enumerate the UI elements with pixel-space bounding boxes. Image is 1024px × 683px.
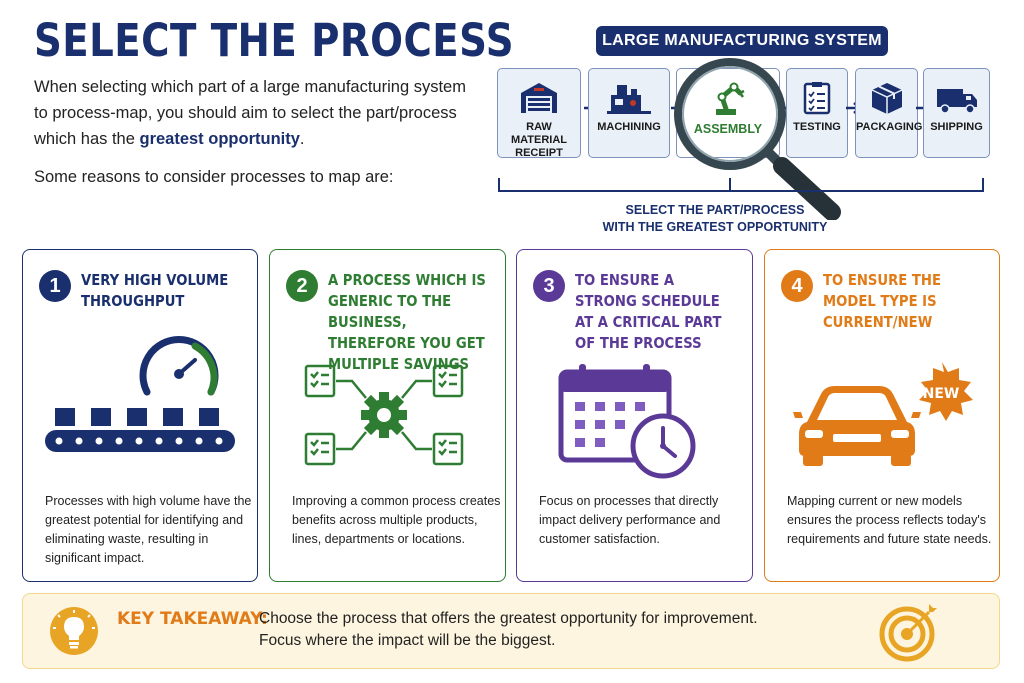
card-generic-process: 2 A PROCESS WHICH IS GENERIC TO THE BUSI… xyxy=(269,249,506,582)
intro-highlight: greatest opportunity xyxy=(139,130,300,148)
target-icon xyxy=(879,604,937,662)
new-badge-label: NEW xyxy=(922,386,960,402)
checklist-icon xyxy=(803,82,831,115)
conveyor-gauge-icon xyxy=(45,336,235,452)
gear-network-icon xyxy=(304,364,464,466)
card-body: Focus on processes that directly impact … xyxy=(539,494,721,546)
card-number: 3 xyxy=(533,270,565,302)
card-high-volume: 1 VERY HIGH VOLUME THROUGHPUT Processes … xyxy=(22,249,258,582)
card-body: Improving a common process creates benef… xyxy=(292,494,501,546)
card-title: VERY HIGH VOLUME THROUGHPUT xyxy=(81,271,229,310)
takeaway-text: Choose the process that offers the great… xyxy=(259,610,758,649)
card-number: 4 xyxy=(781,270,813,302)
opportunity-caption: SELECT THE PART/PROCESS WITH THE GREATES… xyxy=(602,203,828,234)
system-bracket xyxy=(498,178,984,192)
box-icon xyxy=(871,83,902,114)
step-assembly: ASSEMBLY xyxy=(676,68,780,158)
intro-text: When selecting which part of a large man… xyxy=(34,78,466,148)
step-machining: MACHINING xyxy=(588,68,670,158)
card-title: TO ENSURE A STRONG SCHEDULE AT A CRITICA… xyxy=(575,271,722,352)
page-title: SELECT THE PROCESS xyxy=(34,14,515,67)
warehouse-icon xyxy=(521,83,557,113)
truck-icon xyxy=(936,89,977,114)
step-testing: TESTING xyxy=(786,68,848,158)
card-strong-schedule: 3 TO ENSURE A STRONG SCHEDULE AT A CRITI… xyxy=(516,249,753,582)
card-body: Mapping current or new models ensures th… xyxy=(787,494,992,546)
machine-icon xyxy=(607,85,651,114)
reasons-intro: Some reasons to consider processes to ma… xyxy=(34,168,394,186)
bracket-pointer xyxy=(729,178,731,192)
new-car-icon xyxy=(793,362,973,466)
card-title: TO ENSURE THE MODEL TYPE IS CURRENT/NEW xyxy=(823,271,941,331)
system-banner: LARGE MANUFACTURING SYSTEM xyxy=(596,26,888,56)
step-shipping: SHIPPING xyxy=(923,68,990,158)
lightbulb-icon xyxy=(50,607,98,655)
card-current-model: 4 TO ENSURE THE MODEL TYPE IS CURRENT/NE… xyxy=(764,249,1000,582)
calendar-clock-icon xyxy=(558,364,696,479)
robot-arm-icon xyxy=(716,82,745,115)
key-takeaway-banner: KEY TAKEAWAY: Choose the process that of… xyxy=(22,593,1000,669)
card-body: Processes with high volume have the grea… xyxy=(45,494,252,565)
takeaway-label: KEY TAKEAWAY: xyxy=(117,609,268,629)
step-raw-material-receipt: RAW MATERIAL RECEIPT xyxy=(497,68,581,159)
step-packaging: PACKAGING xyxy=(855,68,922,158)
card-number: 2 xyxy=(286,270,318,302)
card-number: 1 xyxy=(39,270,71,302)
card-title: A PROCESS WHICH IS GENERIC TO THE BUSINE… xyxy=(328,271,486,373)
magnifier-icon xyxy=(674,58,841,220)
